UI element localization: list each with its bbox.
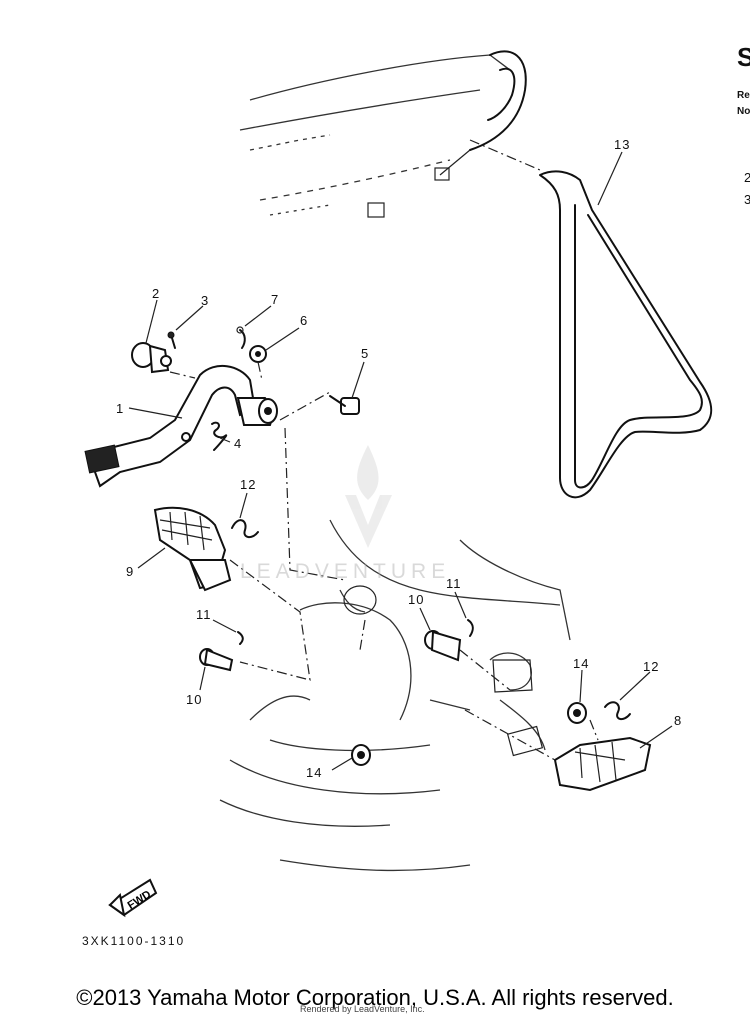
ref-column-label: Re [737,90,750,101]
collar-right [567,702,587,724]
callout-9: 9 [126,564,134,579]
footrest-spring-left [231,519,259,538]
watermark-text: LEADVENTURE [240,560,451,583]
callout-12a: 12 [240,477,256,492]
callout-10a: 10 [186,692,202,707]
brake-pedal [84,364,278,488]
pedal-pivot-cap [131,342,172,374]
callout-6: 6 [300,313,308,328]
no-column-label: No [737,106,750,117]
cap-bolt [167,331,176,349]
callout-7: 7 [271,292,279,307]
callout-14b: 14 [573,656,589,671]
swingarm [239,50,541,218]
leader-lines [128,151,673,771]
callout-8: 8 [674,713,682,728]
flame-v-logo-icon [345,445,392,548]
side-number-3: 3 [744,192,750,207]
callout-4: 4 [234,436,242,451]
left-footrest [153,506,232,592]
right-footrest [553,736,652,792]
callout-3: 3 [201,293,209,308]
callout-13: 13 [614,137,630,152]
footrest-pin-left [199,648,234,672]
washer [249,345,267,363]
rendered-by-notice: Rendered by LeadVenture, Inc. [300,1004,425,1014]
collar-left [351,744,371,766]
cotter-pin [236,326,246,349]
footrest-spring-right [604,701,631,720]
callout-14a: 14 [306,765,322,780]
assembly-lines [169,361,599,761]
callout-2: 2 [152,286,160,301]
callout-5: 5 [361,346,369,361]
drawing-code: 3XK1100-1310 [82,934,186,948]
side-number-2: 2 [744,170,750,185]
callout-11b: 11 [446,576,462,591]
cotter-pin-right [467,619,474,637]
page-heading-letter: S [737,42,750,72]
fwd-arrow-icon: FWD [108,878,158,918]
frame-lines [219,519,571,872]
callout-1: 1 [116,401,124,416]
callout-10b: 10 [408,592,424,607]
footrest-pin-right [424,630,462,662]
rear-stand [539,170,713,499]
pivot-bolt [329,395,360,415]
cotter-pin-left [237,631,244,645]
copyright-notice: ©2013 Yamaha Motor Corporation, U.S.A. A… [76,985,674,1010]
callout-11a: 11 [196,607,212,622]
return-spring [211,421,228,451]
callout-12b: 12 [643,659,659,674]
